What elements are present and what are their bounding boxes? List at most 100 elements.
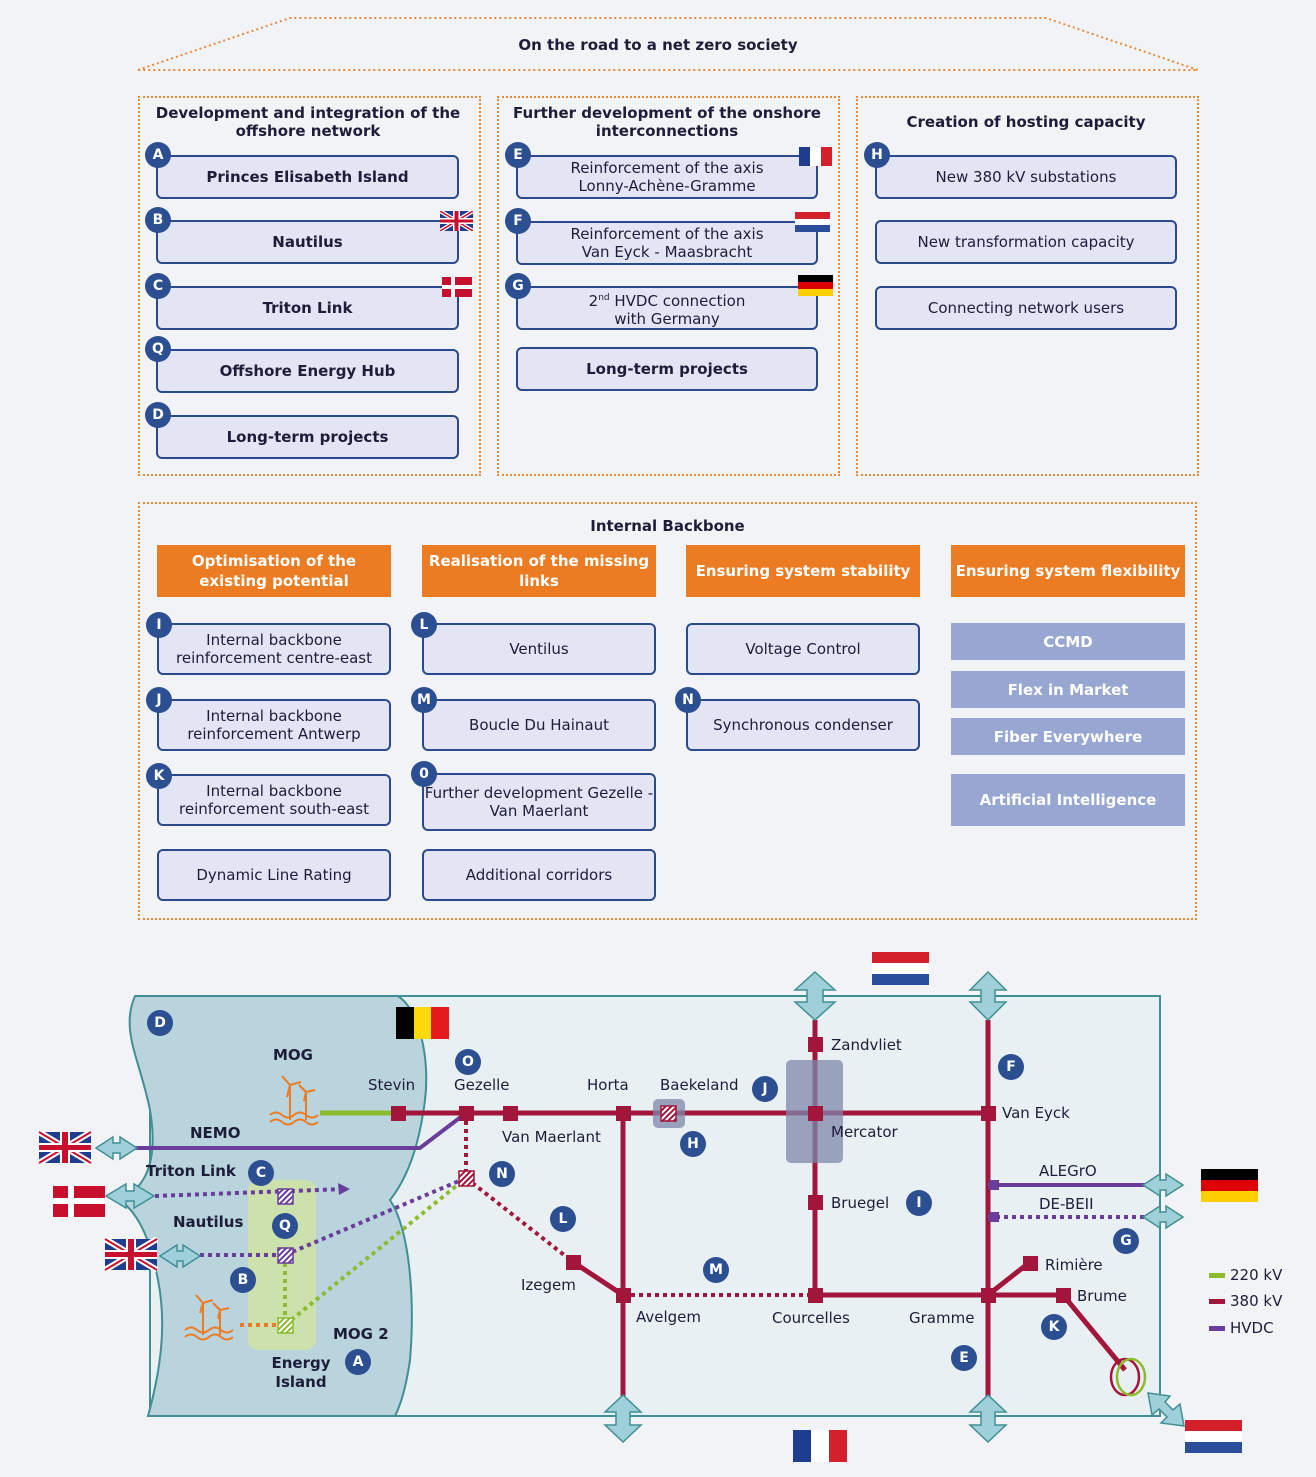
backbone-section	[138, 502, 1197, 920]
hosting-card-network-users[interactable]: Connecting network users	[875, 286, 1177, 330]
wind-turbine-icon-2	[184, 1294, 234, 1341]
map-badge-k: K	[1041, 1314, 1067, 1340]
hosting-section	[856, 96, 1199, 476]
hosting-card-h[interactable]: New 380 kV substations	[875, 155, 1177, 199]
offshore-section	[138, 96, 481, 476]
badge-c: C	[145, 273, 171, 299]
label-avelgem: Avelgem	[636, 1308, 702, 1326]
badge-b: B	[145, 207, 171, 233]
germany-flag-icon	[798, 275, 833, 296]
label-baekeland: Baekeland	[660, 1076, 739, 1094]
badge-i: I	[146, 612, 172, 638]
onshore-card-longterm[interactable]: Long-term projects	[516, 347, 818, 391]
backbone-header-missing-links: Realisation of the missing links	[422, 545, 656, 597]
label-van-maerlant: Van Maerlant	[502, 1128, 601, 1146]
backbone-card-n[interactable]: Synchronous condenser	[686, 699, 920, 751]
offshore-card-c[interactable]: Triton Link	[156, 286, 459, 330]
badge-d: D	[145, 402, 171, 428]
badge-o: 0	[411, 761, 437, 787]
badge-m: M	[411, 687, 437, 713]
netherlands-flag-icon	[795, 212, 830, 232]
map-badge-m: M	[703, 1257, 729, 1283]
backbone-card-k[interactable]: Internal backbone reinforcement south-ea…	[157, 774, 391, 826]
map-badge-a: A	[345, 1349, 371, 1375]
offshore-card-b[interactable]: Nautilus	[156, 220, 459, 264]
map-badge-g: G	[1113, 1228, 1139, 1254]
map-badge-h: H	[680, 1131, 706, 1157]
label-izegem: Izegem	[521, 1276, 576, 1294]
badge-h: H	[864, 142, 890, 168]
backbone-card-m[interactable]: Boucle Du Hainaut	[422, 699, 656, 751]
onshore-card-e[interactable]: Reinforcement of the axis Lonny-Achène-G…	[516, 155, 818, 199]
label-rimiere: Rimière	[1045, 1256, 1103, 1274]
backbone-card-l[interactable]: Ventilus	[422, 623, 656, 675]
label-de-beii: DE-BEII	[1039, 1195, 1094, 1213]
map-badge-j: J	[752, 1076, 778, 1102]
label-mog: MOG	[273, 1046, 313, 1064]
onshore-card-f-label: Reinforcement of the axis Van Eyck - Maa…	[570, 225, 764, 261]
interconnection-arrows	[94, 970, 1185, 1444]
badge-a: A	[145, 142, 171, 168]
map-badge-c: C	[248, 1160, 274, 1186]
label-nemo: NEMO	[190, 1124, 241, 1142]
backbone-card-voltage[interactable]: Voltage Control	[686, 623, 920, 675]
badge-k: K	[146, 763, 172, 789]
label-zandvliet: Zandvliet	[831, 1036, 902, 1054]
legend-220kv: 220 kV	[1209, 1266, 1282, 1284]
backbone-card-dlr[interactable]: Dynamic Line Rating	[157, 849, 391, 901]
backbone-card-corridors[interactable]: Additional corridors	[422, 849, 656, 901]
onshore-section	[497, 96, 840, 476]
page-title: On the road to a net zero society	[518, 36, 798, 54]
badge-n: N	[675, 687, 701, 713]
backbone-title: Internal Backbone	[590, 517, 745, 535]
legend-hvdc: HVDC	[1209, 1319, 1274, 1337]
onshore-card-g-label: 2nd HVDC connection with Germany	[588, 291, 746, 328]
label-bruegel: Bruegel	[831, 1194, 890, 1212]
onshore-card-g[interactable]: 2nd HVDC connection with Germany	[516, 286, 818, 330]
label-van-eyck: Van Eyck	[1002, 1104, 1070, 1122]
pill-fiber-everywhere[interactable]: Fiber Everywhere	[951, 718, 1185, 755]
label-gramme: Gramme	[909, 1309, 975, 1327]
label-stevin: Stevin	[368, 1076, 416, 1094]
pill-flex-in-market[interactable]: Flex in Market	[951, 671, 1185, 708]
badge-j: J	[146, 687, 172, 713]
label-alegro: ALEGrO	[1039, 1162, 1097, 1180]
label-energy-island: Energy Island	[271, 1354, 331, 1391]
hosting-title: Creation of hosting capacity	[906, 113, 1146, 131]
backbone-header-stability: Ensuring system stability	[686, 545, 920, 597]
legend-380kv: 380 kV	[1209, 1292, 1282, 1310]
pill-artificial-intelligence[interactable]: Artificial Intelligence	[951, 774, 1185, 826]
pill-ccmd[interactable]: CCMD	[951, 623, 1185, 660]
hosting-card-transformation[interactable]: New transformation capacity	[875, 220, 1177, 264]
map-badge-q: Q	[272, 1213, 298, 1239]
map-badge-n: N	[489, 1161, 515, 1187]
map-badge-d: D	[147, 1010, 173, 1036]
map-badge-o: O	[455, 1049, 481, 1075]
wind-turbine-icon	[269, 1075, 319, 1126]
roof-outline	[137, 17, 1199, 71]
label-mercator: Mercator	[831, 1123, 898, 1141]
label-nautilus: Nautilus	[173, 1213, 244, 1231]
label-mog2: MOG 2	[333, 1325, 389, 1343]
label-brume: Brume	[1077, 1287, 1127, 1305]
denmark-flag-icon	[442, 277, 472, 297]
map-badge-l: L	[550, 1206, 576, 1232]
label-gezelle: Gezelle	[454, 1076, 510, 1094]
offshore-card-d[interactable]: Long-term projects	[156, 415, 459, 459]
badge-e: E	[505, 142, 531, 168]
substations	[391, 1037, 1071, 1303]
badge-g: G	[505, 273, 531, 299]
onshore-card-f[interactable]: Reinforcement of the axis Van Eyck - Maa…	[516, 221, 818, 265]
map-badge-e: E	[951, 1345, 977, 1371]
offshore-card-q[interactable]: Offshore Energy Hub	[156, 349, 459, 393]
label-horta: Horta	[587, 1076, 629, 1094]
backbone-card-i[interactable]: Internal backbone reinforcement centre-e…	[157, 623, 391, 675]
france-flag-icon	[799, 147, 832, 166]
label-courcelles: Courcelles	[772, 1309, 850, 1327]
backbone-card-o[interactable]: Further development Gezelle - Van Maerla…	[422, 773, 656, 831]
offshore-card-a[interactable]: Princes Elisabeth Island	[156, 155, 459, 199]
label-triton-link: Triton Link	[146, 1162, 236, 1180]
backbone-card-j[interactable]: Internal backbone reinforcement Antwerp	[157, 699, 391, 751]
map-badge-b: B	[230, 1267, 256, 1293]
onshore-title: Further development of the onshore inter…	[513, 104, 821, 140]
